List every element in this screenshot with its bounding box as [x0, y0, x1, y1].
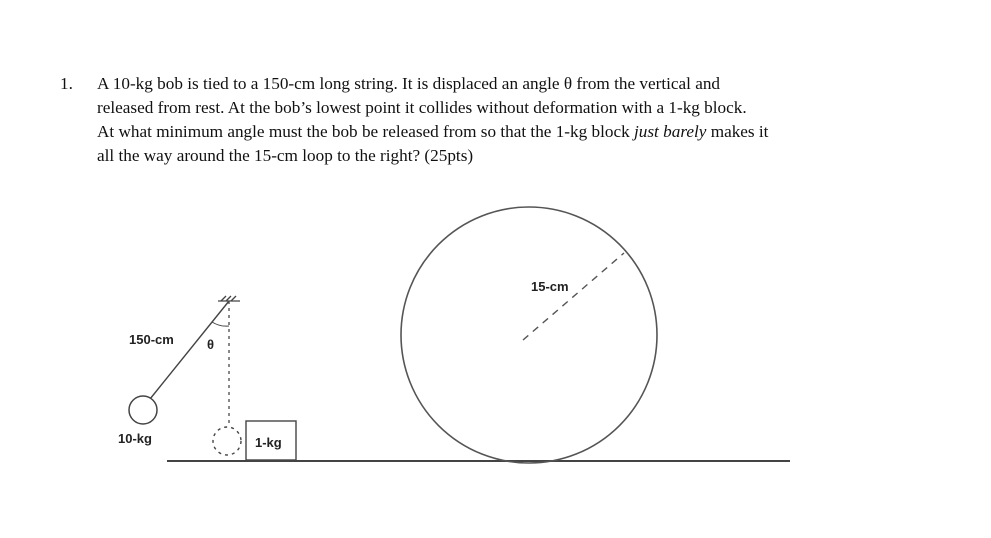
loop-circle — [400, 206, 658, 464]
problem-line-3: At what minimum angle must the bob be re… — [97, 120, 917, 144]
bob-displaced — [128, 395, 158, 425]
angle-theta-label: θ — [207, 337, 214, 352]
pivot-support — [218, 295, 240, 302]
bob-lowest-position — [212, 426, 242, 456]
problem-number: 1. — [60, 74, 73, 93]
block-mass-label: 1-kg — [255, 435, 282, 450]
angle-arc — [211, 321, 230, 327]
problem-line-1: A 10-kg bob is tied to a 150-cm long str… — [97, 74, 721, 93]
block — [245, 420, 297, 461]
string-length-label: 150-cm — [129, 332, 174, 347]
emphasis-just-barely: just barely — [634, 122, 707, 141]
problem-line-4: all the way around the 15-cm loop to the… — [97, 146, 474, 165]
pendulum-string — [149, 300, 230, 400]
bob-mass-label: 10-kg — [118, 431, 152, 446]
loop-radius-line — [522, 252, 625, 341]
problem-line-2: released from rest. At the bob’s lowest … — [97, 98, 747, 117]
problem-line-3-end: makes it — [706, 122, 769, 141]
problem-line-3-start: At what minimum angle must the bob be re… — [97, 122, 634, 141]
problem-text: A 10-kg bob is tied to a 150-cm long str… — [97, 72, 917, 168]
loop-radius-label: 15-cm — [531, 279, 569, 294]
